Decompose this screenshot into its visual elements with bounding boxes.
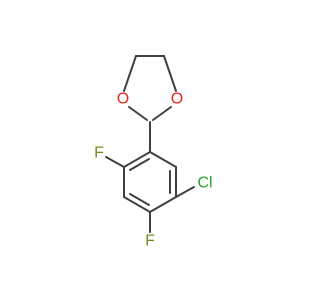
structure-diagram: O O F Cl F [94,55,213,250]
atom-fluorine-1: F [94,145,104,162]
bond-c-f1 [105,156,125,168]
ring-bond-1 [149,151,177,168]
ring-bond-6-inner [129,158,150,171]
ring-bond-6 [123,151,151,168]
atom-fluorine-2: F [145,233,155,250]
bond-o1-acetal [128,106,148,121]
bond-c-cl [175,186,195,198]
ring-bond-4 [123,196,151,213]
bond-o2-acetal [152,106,172,121]
ring-bond-4-inner [129,193,150,206]
atom-oxygen-2: O [171,91,183,108]
ring-bond-3 [149,196,177,213]
dioxolane-ring [123,55,177,121]
atom-oxygen-1: O [117,91,129,108]
atom-chlorine: Cl [197,175,212,192]
benzene-ring [123,151,177,213]
bond-ch2-o2 [163,55,177,92]
bond-ch2-o1 [123,55,137,92]
